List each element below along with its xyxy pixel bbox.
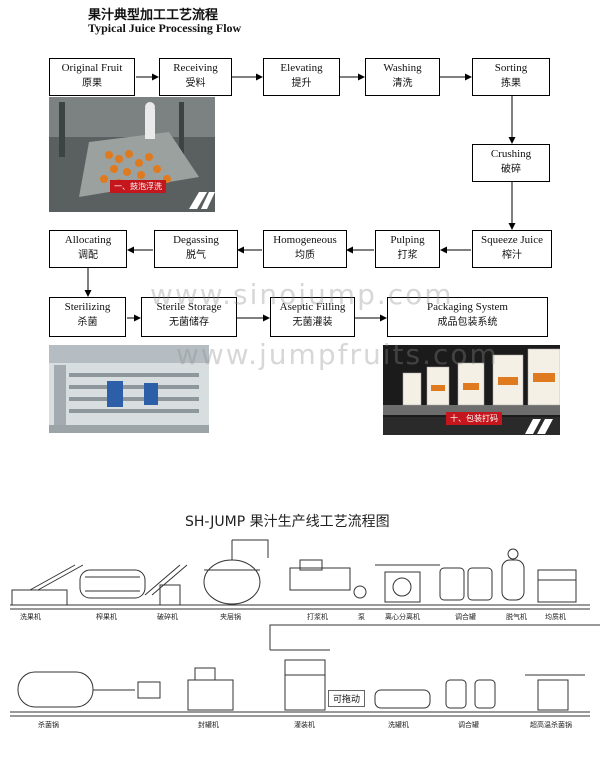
step-label-cn: 无菌储存 xyxy=(169,317,209,328)
machine-label: 超高温杀菌锅 xyxy=(530,721,572,729)
step-label-en: Aseptic Filling xyxy=(279,301,346,313)
step-label-en: Pulping xyxy=(390,234,425,246)
step-label-cn: 提升 xyxy=(291,78,312,89)
machine-label: 离心分离机 xyxy=(385,613,420,621)
step-label-cn: 原果 xyxy=(82,78,102,89)
step-homogeneous: Homogeneous 均质 xyxy=(263,230,347,268)
step-sorting: Sorting 拣果 xyxy=(472,58,550,96)
step-label-en: Degassing xyxy=(173,234,219,246)
machine-label: 杀菌锅 xyxy=(38,721,59,729)
step-label-en: Sterilizing xyxy=(64,301,111,313)
step-label-en: Elevating xyxy=(280,62,323,74)
step-aseptic-filling: Aseptic Filling 无菌灌装 xyxy=(270,297,355,337)
step-washing: Washing 清洗 xyxy=(365,58,440,96)
machine-label: 封罐机 xyxy=(198,721,219,729)
step-label-cn: 打浆 xyxy=(397,250,418,261)
step-label-cn: 均质 xyxy=(295,250,315,261)
machine-label: 洗罐机 xyxy=(388,721,409,729)
step-sterile-storage: Sterile Storage 无菌储存 xyxy=(141,297,237,337)
machine-label: 调合罐 xyxy=(455,613,476,621)
production-line-title: SH-JUMP 果汁生产线工艺流程图 xyxy=(185,514,390,530)
step-original-fruit: Original Fruit 原果 xyxy=(49,58,135,96)
machine-label: 榨果机 xyxy=(96,613,117,621)
step-label-cn: 杀菌 xyxy=(77,317,98,328)
machine-label: 脱气机 xyxy=(506,613,527,621)
machine-label: 泵 xyxy=(358,613,365,621)
step-label-en: Sorting xyxy=(494,62,528,74)
title-chinese: 果汁典型加工工艺流程 xyxy=(88,8,219,23)
step-degassing: Degassing 脱气 xyxy=(154,230,238,268)
watermark-jumpfruits: www.jumpfruits.com xyxy=(176,338,499,371)
drag-tag: 可拖动 xyxy=(328,690,366,707)
title-english: Typical Juice Processing Flow xyxy=(88,21,242,35)
step-label-en: Squeeze Juice xyxy=(481,234,543,246)
step-label-en: Receiving xyxy=(173,62,218,74)
step-label-en: Sterile Storage xyxy=(156,301,222,313)
step-label-en: Packaging System xyxy=(427,301,508,313)
machine-label: 洗果机 xyxy=(20,613,41,621)
machine-label: 夹层锅 xyxy=(220,613,241,621)
step-pulping: Pulping 打浆 xyxy=(375,230,440,268)
step-label-cn: 无菌灌装 xyxy=(292,317,333,328)
machine-label: 破碎机 xyxy=(157,613,178,621)
step-label-cn: 拣果 xyxy=(501,78,521,89)
flow-arrows xyxy=(84,73,516,322)
production-line-drawing xyxy=(10,539,600,717)
step-sterilizing: Sterilizing 杀菌 xyxy=(49,297,126,337)
step-allocating: Allocating 调配 xyxy=(49,230,127,268)
packaging-photo xyxy=(383,345,560,435)
machine-label: 均质机 xyxy=(545,613,566,621)
machine-label: 调合罐 xyxy=(458,721,479,729)
machine-label: 打浆机 xyxy=(307,613,328,621)
step-label-en: Allocating xyxy=(64,234,112,246)
step-elevating: Elevating 提升 xyxy=(263,58,340,96)
step-label-en: Homogeneous xyxy=(273,234,337,246)
step-label-en: Original Fruit xyxy=(61,62,123,74)
step-crushing: Crushing 破碎 xyxy=(472,144,550,182)
step-label-cn: 脱气 xyxy=(186,250,206,261)
sterilizer-photo xyxy=(49,345,209,433)
step-label-cn: 受料 xyxy=(185,78,206,89)
step-label-cn: 清洗 xyxy=(392,78,413,89)
washing-photo xyxy=(49,97,215,212)
step-label-en: Crushing xyxy=(490,148,532,160)
step-squeeze-juice: Squeeze Juice 榨汁 xyxy=(472,230,552,268)
step-label-en: Washing xyxy=(383,62,422,74)
step-label-cn: 榨汁 xyxy=(502,250,522,261)
machine-label: 灌装机 xyxy=(294,721,315,729)
step-label-cn: 成品包装系统 xyxy=(437,317,498,328)
step-packaging-system: Packaging System 成品包装系统 xyxy=(387,297,548,337)
watermark-sinojump: www.sinojump.com xyxy=(150,278,454,311)
step-label-cn: 破碎 xyxy=(501,164,521,175)
step-receiving: Receiving 受料 xyxy=(159,58,232,96)
washing-caption: 一、鼓泡浮洗 xyxy=(110,180,166,193)
packaging-caption: 十、包装打码 xyxy=(446,412,502,425)
step-label-cn: 调配 xyxy=(78,250,98,261)
